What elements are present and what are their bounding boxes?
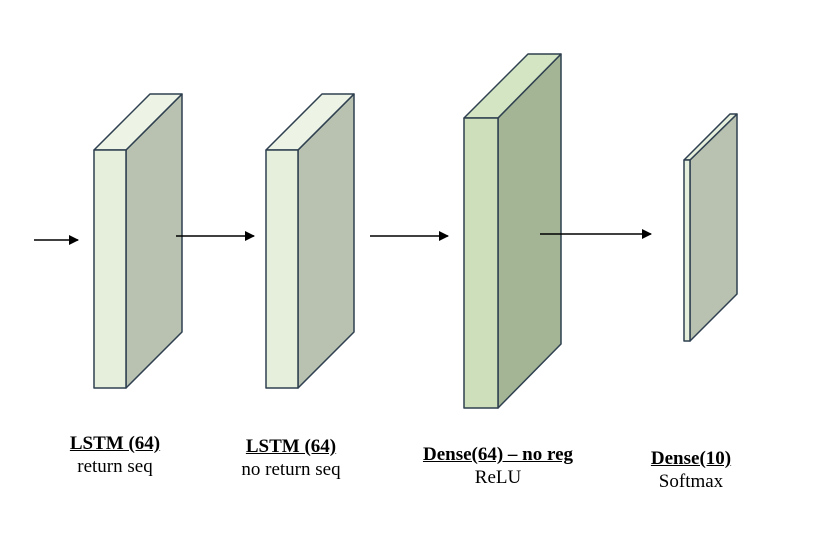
layer-block-dense-softmax <box>683 113 738 342</box>
layer-block-dense-relu-front <box>463 117 499 409</box>
layer-block-lstm-1 <box>93 93 183 389</box>
layer-block-dense-softmax-front <box>683 159 691 342</box>
layer-block-lstm-1-front <box>93 149 127 389</box>
layer-block-lstm-2 <box>265 93 355 389</box>
layer-subtitle: no return seq <box>241 458 341 480</box>
layer-subtitle: Softmax <box>658 470 724 492</box>
layer-title: Dense(10) <box>650 448 732 469</box>
layer-block-dense-relu <box>463 53 562 409</box>
layer-title: LSTM (64) <box>245 436 337 457</box>
layer-subtitle: ReLU <box>474 466 522 488</box>
layer-label-lstm-1: LSTM (64) return seq <box>55 433 175 479</box>
layer-title: LSTM (64) <box>69 433 161 454</box>
layer-label-lstm-2: LSTM (64) no return seq <box>216 436 366 482</box>
layer-title: Dense(64) – no reg <box>422 444 574 465</box>
layer-subtitle: return seq <box>77 455 153 477</box>
layer-block-lstm-2-front <box>265 149 299 389</box>
layer-label-dense-relu: Dense(64) – no reg ReLU <box>397 444 599 490</box>
layer-label-dense-softmax: Dense(10) Softmax <box>626 448 756 494</box>
